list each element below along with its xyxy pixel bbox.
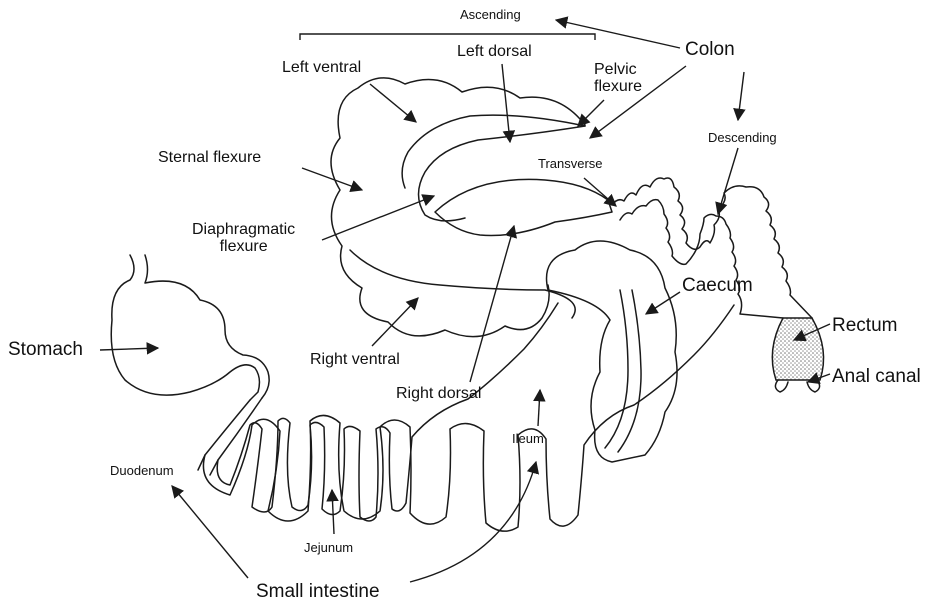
label-stomach: Stomach <box>8 340 83 360</box>
arrow-transverse <box>584 178 616 206</box>
arrow-right-ventral <box>372 298 418 346</box>
rectum <box>772 318 823 380</box>
label-right-ventral: Right ventral <box>310 352 400 369</box>
label-left-dorsal: Left dorsal <box>457 44 532 61</box>
arrow-left-dorsal <box>502 64 510 142</box>
arrow-diaphragmatic-flexure <box>322 196 434 240</box>
caecum-haustra-line <box>605 290 628 448</box>
descending-colon-inner <box>620 200 783 318</box>
label-duodenum: Duodenum <box>110 464 174 478</box>
label-sternal-flexure: Sternal flexure <box>158 150 261 167</box>
label-ileum: Ileum <box>512 432 544 446</box>
label-rectum: Rectum <box>832 316 897 336</box>
label-right-dorsal: Right dorsal <box>396 386 481 403</box>
label-small-intestine: Small intestine <box>256 582 380 602</box>
arrow-left-ventral <box>370 84 416 122</box>
arrow-colon-descending <box>738 72 744 120</box>
right-dorsal-colon <box>435 179 612 235</box>
label-ascending: Ascending <box>460 8 521 22</box>
label-caecum: Caecum <box>682 276 753 296</box>
caecum-haustra-line-2 <box>618 290 641 452</box>
arrow-ileum <box>538 390 540 426</box>
arrow-small-intestine-ileum <box>410 462 536 582</box>
arrow-small-intestine-duodenum <box>172 486 248 578</box>
label-left-ventral: Left ventral <box>282 60 361 77</box>
arrow-pelvic-flexure <box>578 100 604 126</box>
caecum <box>547 241 678 462</box>
label-diaphragmatic-flexure: Diaphragmatic flexure <box>192 222 295 256</box>
stomach <box>111 255 269 400</box>
label-descending: Descending <box>708 131 777 145</box>
label-transverse: Transverse <box>538 157 603 171</box>
label-jejunum: Jejunum <box>304 541 353 555</box>
left-dorsal-colon <box>419 126 586 221</box>
ventral-colon <box>331 78 585 337</box>
arrow-descending <box>718 148 738 214</box>
duodenum <box>198 398 262 475</box>
label-anal-canal: Anal canal <box>832 367 921 387</box>
pelvic-flexure-loop <box>402 115 585 188</box>
arrow-stomach <box>100 348 158 350</box>
right-ventral-colon-lower <box>350 250 575 318</box>
arrow-right-dorsal <box>470 226 514 382</box>
jejunum-inner <box>217 303 558 521</box>
descending-colon <box>612 178 812 318</box>
label-colon: Colon <box>685 40 735 60</box>
label-pelvic-flexure: Pelvic flexure <box>594 62 642 96</box>
anal-canal <box>775 380 819 392</box>
ascending-colon-bracket <box>300 34 595 40</box>
arrow-caecum <box>646 292 680 314</box>
arrow-jejunum <box>332 490 334 534</box>
